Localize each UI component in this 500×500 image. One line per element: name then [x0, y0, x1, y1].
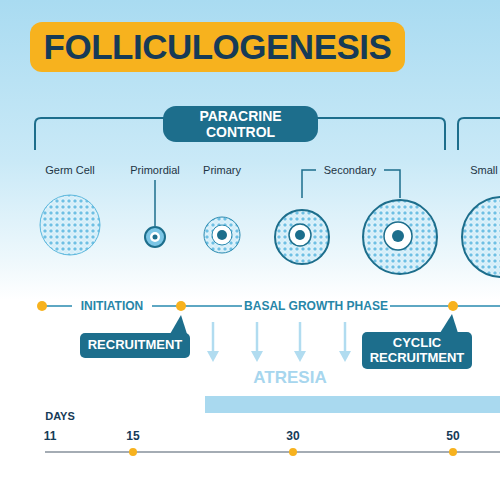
- leader-line: [154, 180, 156, 226]
- arrow-shaft: [256, 322, 259, 352]
- arrow-head: [294, 351, 306, 362]
- node-text: RECRUITMENT: [88, 338, 183, 353]
- bracket: [458, 118, 500, 150]
- atresia-label: ATRESIA: [253, 368, 326, 388]
- axis-dot: [449, 448, 457, 456]
- callout-pointer: [440, 314, 458, 333]
- stage-name: Germ Cell: [45, 164, 95, 176]
- germ-cell: [40, 195, 100, 255]
- secondary-follicle: [363, 200, 437, 274]
- oocyte: [150, 232, 160, 242]
- stage-name: Secondary: [324, 164, 377, 176]
- nucleus: [295, 230, 305, 240]
- axis-tick: 50: [446, 429, 459, 443]
- stage-name: Primordial: [130, 164, 180, 176]
- timeline-dot: [37, 301, 47, 311]
- arrow-head: [251, 351, 263, 362]
- small-antral-follicle: [462, 197, 500, 277]
- oocyte: [212, 225, 232, 245]
- primordial-follicle: [145, 227, 165, 247]
- diagram-title: FOLLICULOGENESIS: [30, 22, 405, 72]
- oocyte: [289, 224, 311, 246]
- phase-name: INITIATION: [81, 299, 143, 313]
- callout-pointer: [170, 315, 187, 334]
- callout-box: CYCLIC RECRUITMENT: [362, 332, 472, 369]
- arrow-shaft: [344, 322, 347, 352]
- arrow-shaft: [299, 322, 302, 352]
- atresia-arrows: [207, 322, 351, 362]
- axis-title: DAYS: [45, 410, 75, 422]
- arrow-head: [207, 351, 219, 362]
- secondary-follicle: [363, 200, 437, 274]
- stage-name: Primary: [203, 164, 241, 176]
- callout-box: RECRUITMENT: [80, 333, 190, 358]
- node-text: CYCLIC RECRUITMENT: [366, 336, 468, 366]
- section-pill: PARACRINE CONTROL: [163, 106, 318, 142]
- node-text: PARACRINE CONTROL: [167, 108, 314, 140]
- oocyte: [384, 222, 412, 250]
- nucleus: [217, 230, 227, 240]
- primary-follicle: [204, 217, 240, 253]
- phase-band: [205, 396, 500, 413]
- title-banner: [30, 22, 405, 72]
- phase-name: BASAL GROWTH PHASE: [244, 299, 388, 313]
- germ-cell: [40, 195, 100, 255]
- small-antral-follicle: [462, 197, 500, 277]
- axis-tick: 30: [286, 429, 299, 443]
- axis-tick: 15: [126, 429, 139, 443]
- primary-follicle: [204, 217, 240, 253]
- arrow-head: [339, 351, 351, 362]
- nucleus: [392, 230, 404, 242]
- axis-dot: [289, 448, 297, 456]
- axis-dot: [129, 448, 137, 456]
- stage-name: Small: [470, 164, 498, 176]
- timeline-dot: [448, 301, 458, 311]
- axis-tick: 11: [44, 429, 57, 443]
- secondary-follicle: [275, 210, 329, 264]
- secondary-follicle: [275, 210, 329, 264]
- days-axis: [45, 451, 500, 452]
- nucleus: [153, 235, 158, 240]
- arrow-shaft: [212, 322, 215, 352]
- timeline-dot: [176, 301, 186, 311]
